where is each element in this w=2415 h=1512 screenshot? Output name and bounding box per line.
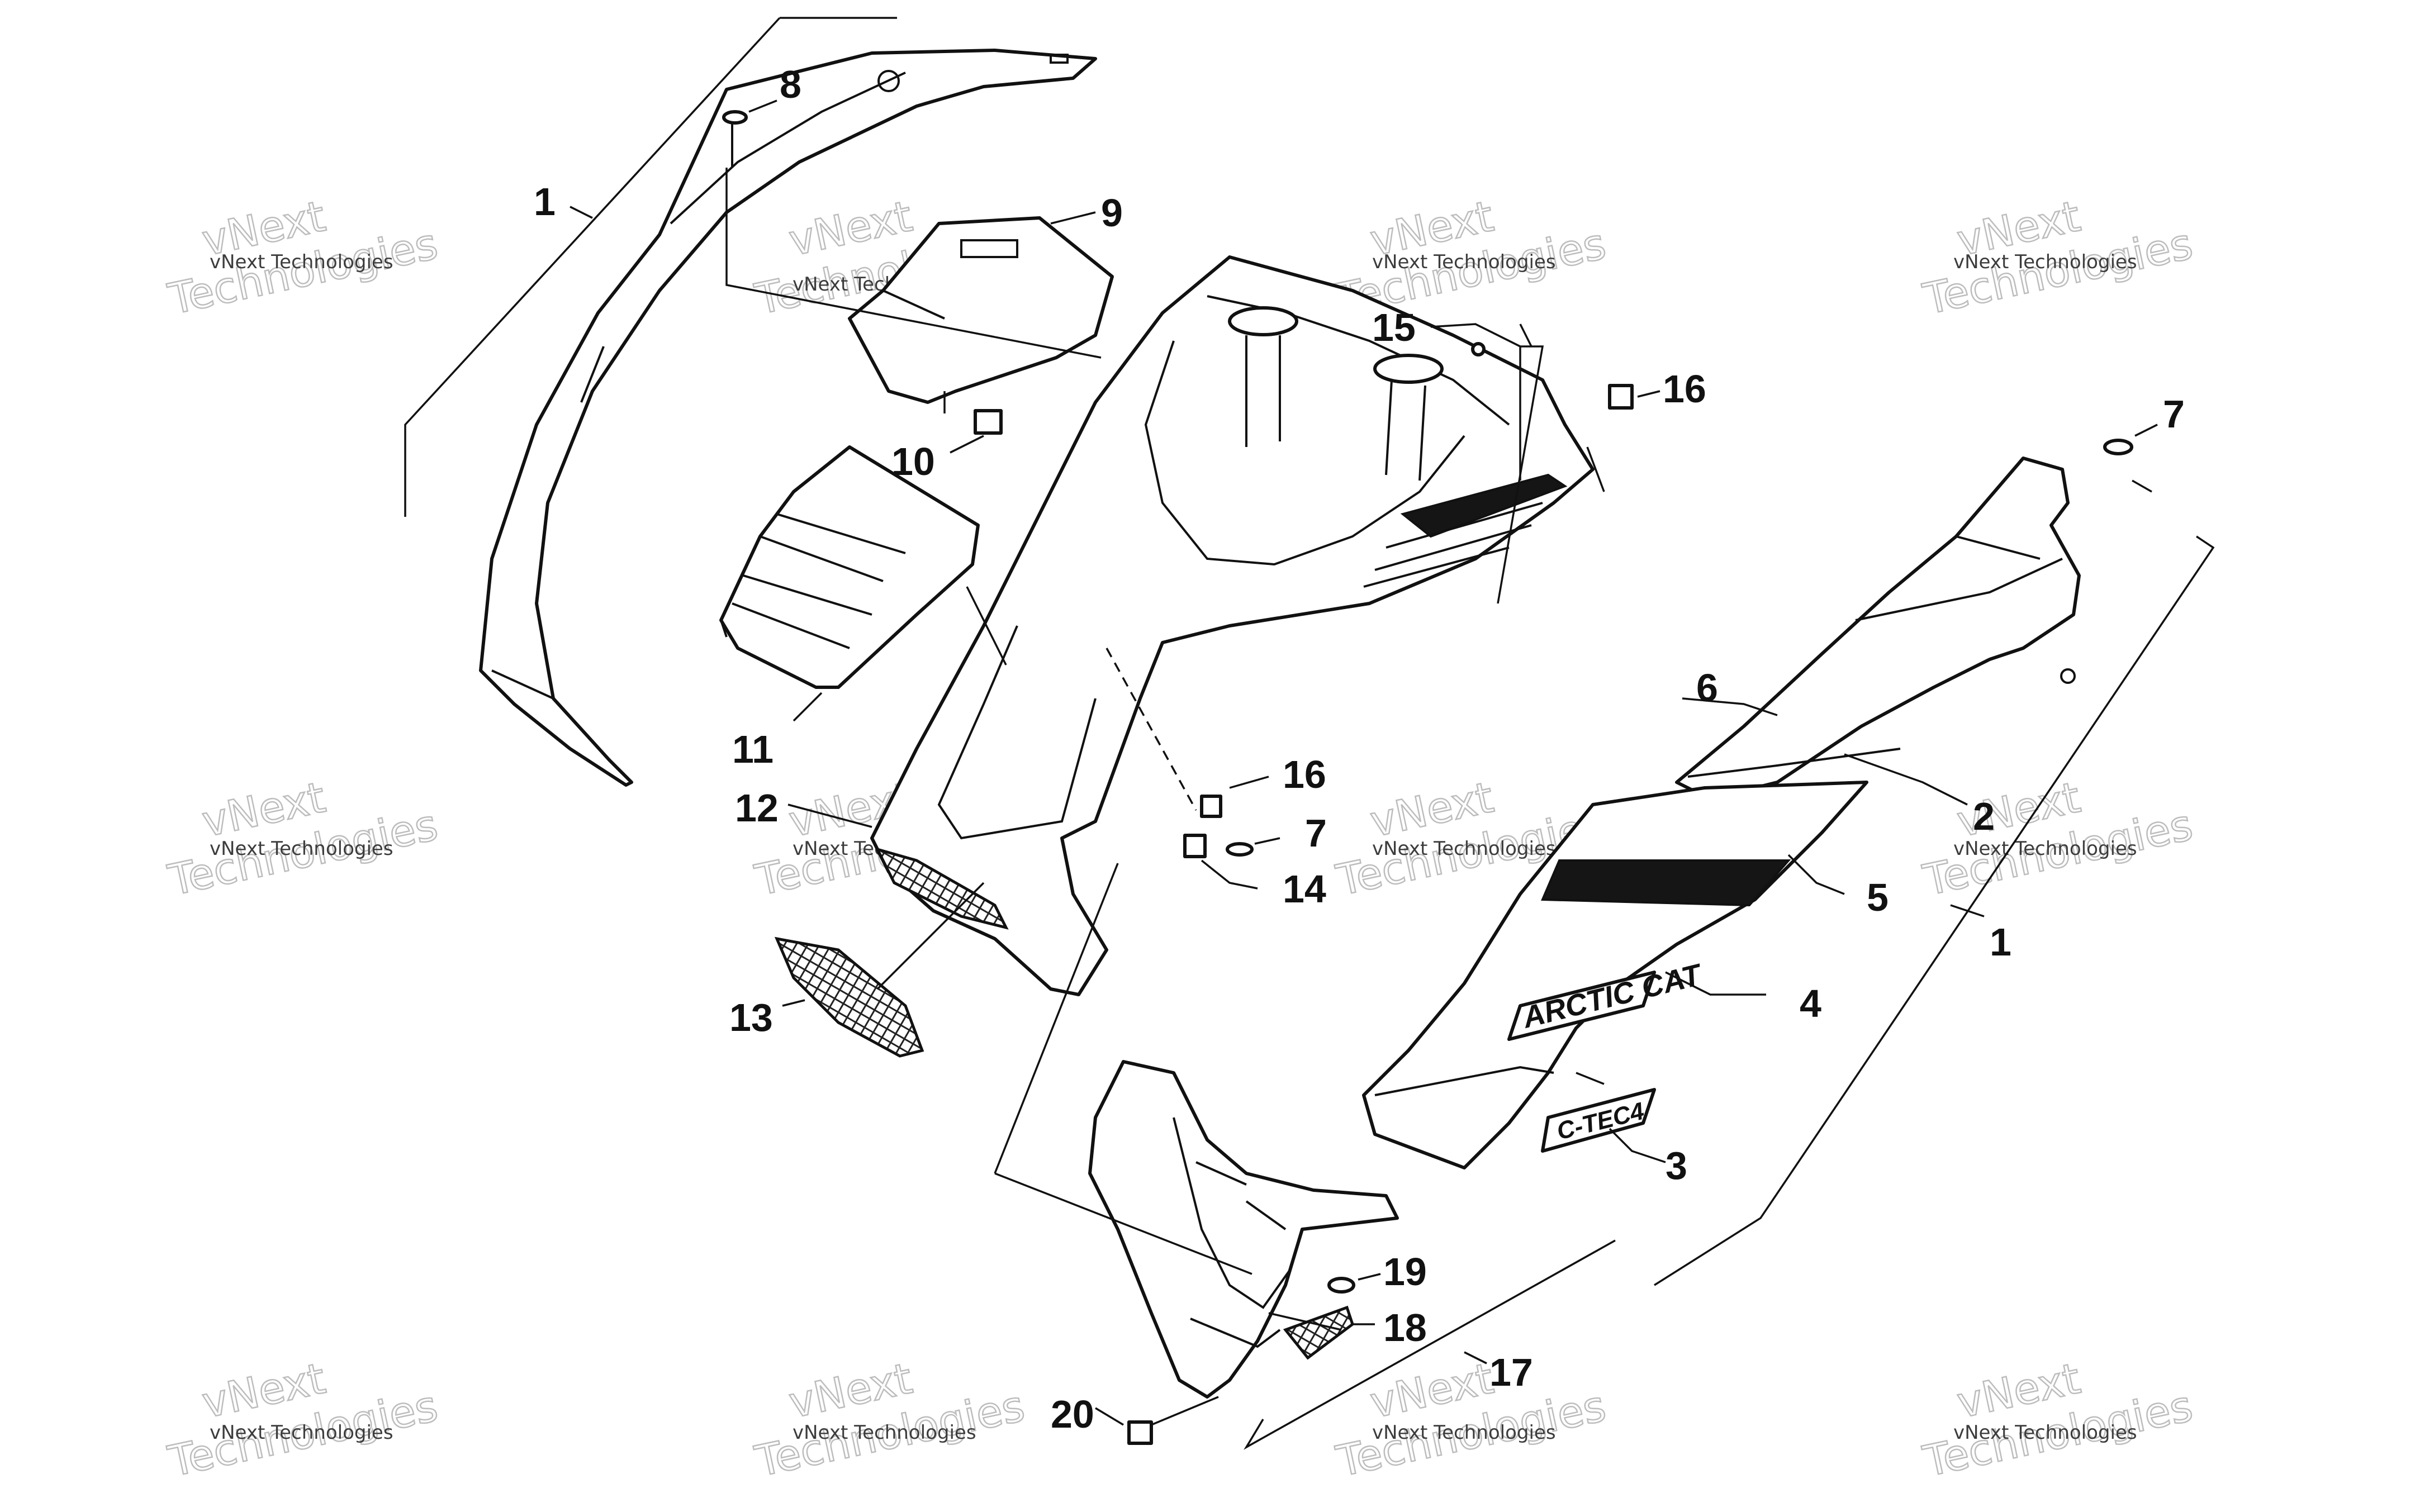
callout-6: 6 [1696,666,1718,710]
watermark-small: vNext Technologies [1953,838,2137,860]
callout-1-left: 1 [534,180,556,224]
callout-13: 13 [729,996,773,1039]
leader-7-right [2134,424,2158,437]
callout-4: 4 [1800,982,1821,1025]
part-9-panel [848,216,1114,404]
part-1-left-panel [479,49,1097,787]
part-15-rivet [1471,342,1486,356]
part-7-screw-mid [1226,842,1254,857]
leader-17-group [994,863,1342,1331]
part-13-mesh [774,936,924,1058]
leader-15 [1430,323,1532,481]
leader-hood [966,586,1007,665]
part-11-vent [719,445,980,689]
callout-2: 2 [1973,795,1995,838]
callout-7-right: 7 [2163,392,2185,436]
part-2-front-panel [1362,781,1868,1169]
callout-10: 10 [891,440,935,483]
callout-19: 19 [1383,1250,1427,1294]
part-8-screw [722,110,748,168]
bracket-1-left [404,17,897,517]
watermark-small: vNext Technologies [1953,251,2137,273]
part-16-clip-top [1608,384,1634,410]
callout-labels: 1 8 9 10 11 12 13 15 16 16 7 14 7 6 2 5 … [534,63,2185,1436]
leader-2 [1844,753,1968,806]
leader-11 [793,692,823,722]
callout-15: 15 [1372,306,1416,349]
callout-3: 3 [1666,1144,1687,1187]
leader-hardware [1201,776,1280,890]
part-12-hood [870,255,1595,996]
callout-14: 14 [1283,867,1326,911]
part-16-clip-mid [1200,795,1222,818]
bracket-17 [1244,1239,1616,1450]
hardware-cluster [1183,795,1254,858]
leader-20 [1095,1396,1219,1426]
callout-9: 9 [1101,191,1123,235]
leader-16-top-b [1586,446,1605,492]
callout-16-top: 16 [1663,367,1706,411]
watermark-small: vNext Technologies [210,838,393,860]
leader-4 [1665,971,1766,996]
watermark-small: vNext Technologies [793,1421,976,1444]
callout-17: 17 [1489,1351,1533,1394]
watermark-small: vNext Technologies [1372,838,1556,860]
part-10-clip [974,409,1003,435]
watermark-small: vNext Technologies [210,1421,393,1444]
watermark-small: vNext Technologies [1372,251,1556,273]
callout-8: 8 [780,63,801,106]
leader-13 [782,882,985,1007]
part-14-nut [1183,834,1207,858]
leader-9 [725,168,1102,413]
leader-1-left [570,206,593,219]
watermark-small: vNext Technologies [1372,1421,1556,1444]
leader-1-right [1950,904,1985,917]
callout-11: 11 [732,728,774,771]
leader-5 [1787,854,1845,895]
leader-19 [1358,1273,1381,1281]
leader-8 [748,99,777,113]
callout-18: 18 [1383,1306,1427,1349]
watermark-small: vNext Technologies [1953,1421,2137,1444]
leader-10 [950,435,984,454]
callout-20: 20 [1051,1392,1094,1436]
leader-15b [1497,345,1544,604]
watermark-small: vNext Technologies [210,251,393,273]
leader-6 [1682,697,1778,716]
callout-5: 5 [1867,876,1889,919]
leader-3 [1576,1072,1666,1163]
leader-16-top [1637,390,1660,398]
callout-12: 12 [735,786,779,830]
dashed-guide [1106,648,1197,811]
callout-7-mid: 7 [1305,811,1327,855]
callout-16-mid: 16 [1283,753,1326,796]
bracket-1-right [1654,479,2215,1286]
part-19-screw [1327,1277,1355,1294]
leader-12 [787,803,872,828]
part-3-decal: C-TEC4 [1541,1088,1656,1153]
part-7-screw-right [2103,439,2133,455]
part-20-clip [1127,1420,1153,1445]
part-1-right-panel [1675,457,2081,801]
callout-1-right: 1 [1990,920,2011,964]
